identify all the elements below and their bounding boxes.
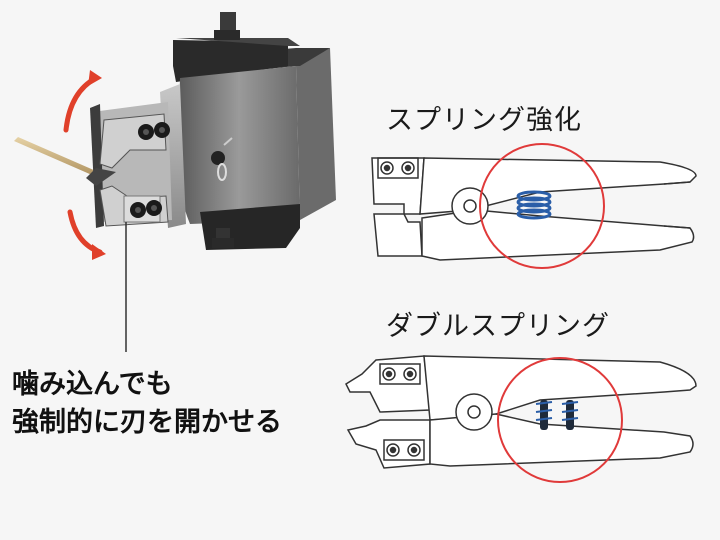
label-double-spring: ダブルスプリング bbox=[386, 304, 610, 343]
clevis-pin bbox=[211, 151, 225, 165]
cutter-unit-illustration bbox=[14, 12, 336, 352]
main-body bbox=[178, 66, 300, 224]
body-back-block bbox=[296, 48, 336, 220]
caption-line-1: 噛み込んでも bbox=[12, 362, 173, 401]
label-spring-strengthened: スプリング強化 bbox=[386, 98, 582, 137]
caption-line-2: 強制的に刃を開かせる bbox=[12, 400, 282, 439]
lower-screws bbox=[124, 196, 162, 222]
